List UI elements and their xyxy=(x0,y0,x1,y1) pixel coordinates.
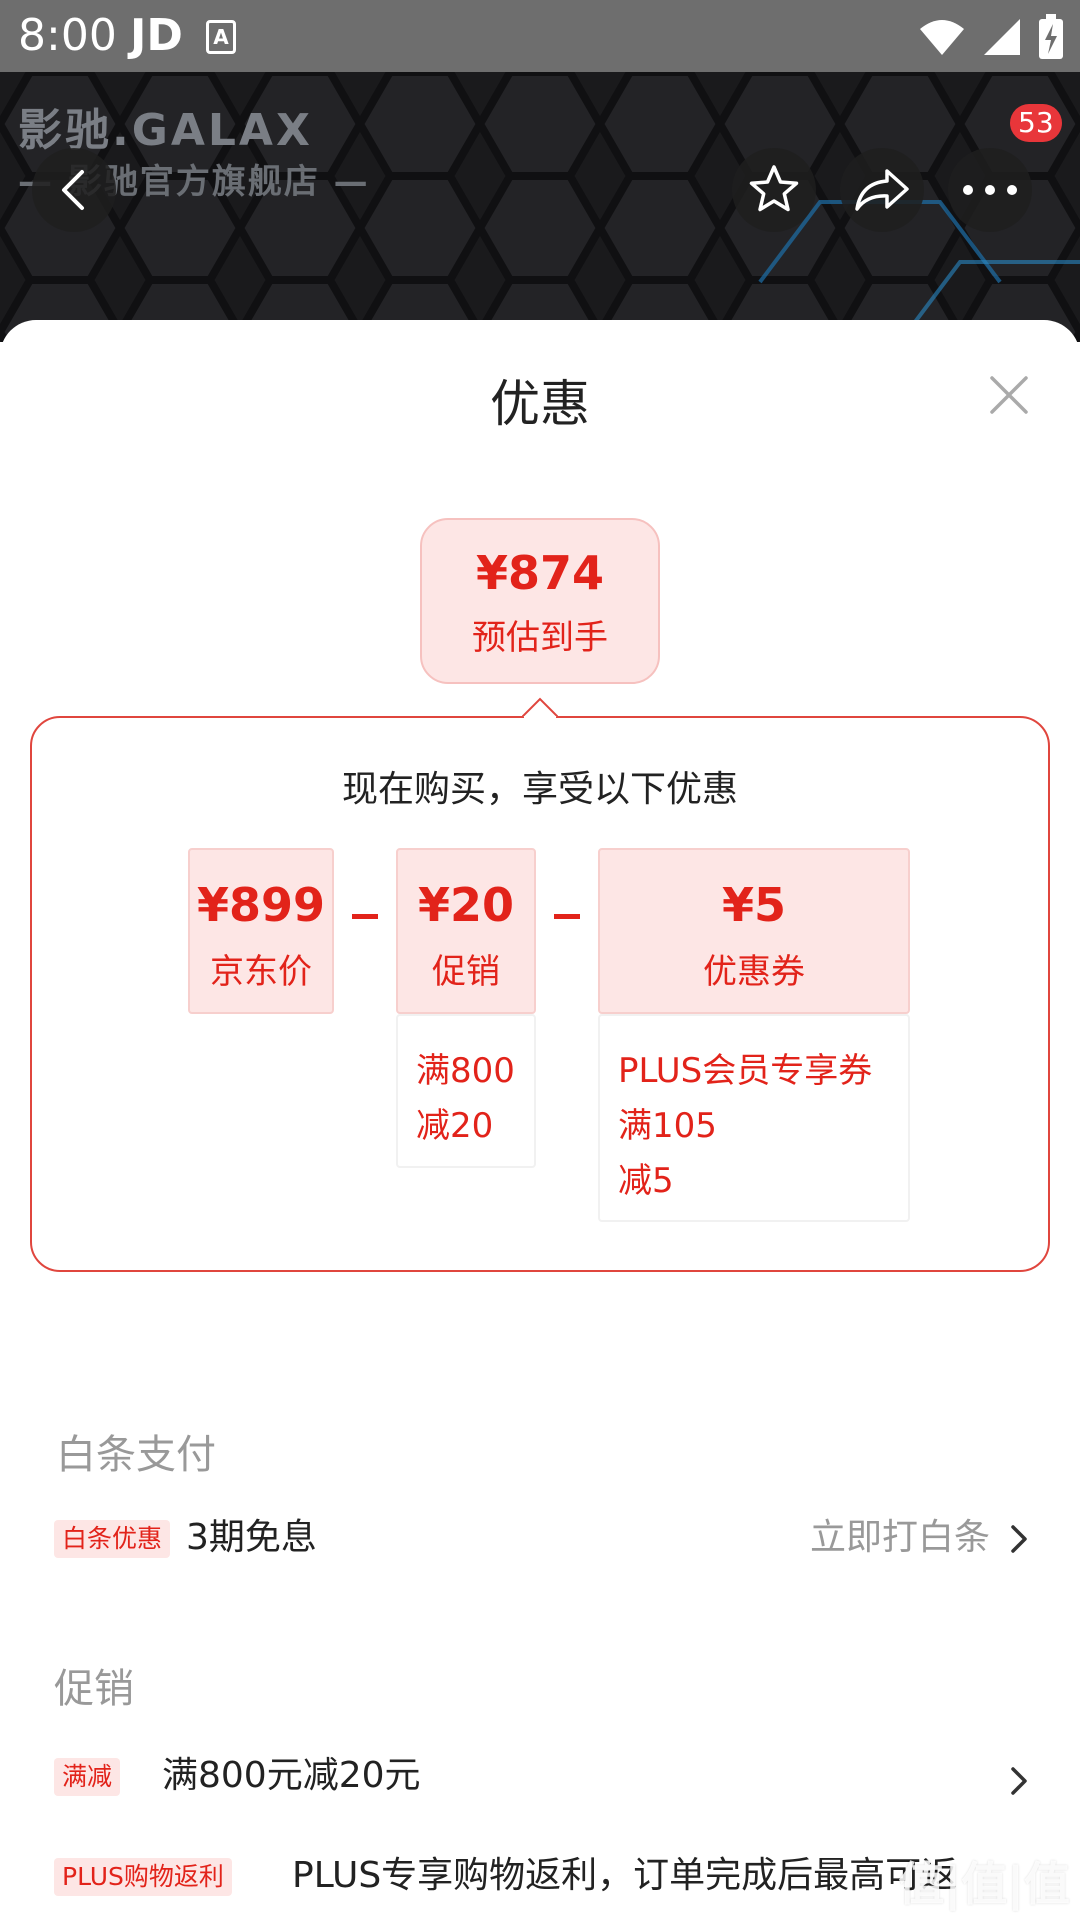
watermark: 值|值|值 xyxy=(898,1857,1070,1911)
jd-price-box: ¥899 京东价 xyxy=(188,848,334,1014)
plus-rebate-row[interactable]: PLUS购物返利 PLUS专享购物返利，订单完成后最高可返 xyxy=(0,1850,1080,1910)
back-button[interactable] xyxy=(32,148,116,232)
more-button[interactable] xyxy=(948,148,1032,232)
coupon-detail-line: PLUS会员专享券 xyxy=(618,1051,873,1091)
status-time: 8:00 xyxy=(18,10,117,61)
promotion-amount: ¥20 xyxy=(417,878,515,932)
baitiao-action-link[interactable]: 立即打白条 xyxy=(809,1517,990,1558)
status-bar: 8:00 JD A xyxy=(0,0,1080,72)
promotion-detail-line: 减20 xyxy=(416,1106,494,1146)
estimate-price-box: ¥874 预估到手 xyxy=(420,518,660,684)
plus-rebate-tag: PLUS购物返利 xyxy=(54,1858,232,1896)
store-logo: 影驰.GALAX xyxy=(18,105,313,156)
share-icon xyxy=(855,169,909,211)
baitiao-heading: 白条支付 xyxy=(56,1432,216,1478)
promotion-row[interactable]: 满减 满800元减20元 xyxy=(0,1746,1080,1806)
minus-sign xyxy=(352,914,378,919)
store-header-banner: 影驰.GALAX — 影驰官方旗舰店 — 53 xyxy=(0,72,1080,342)
cart-count-badge: 53 xyxy=(1010,104,1062,142)
favorite-button[interactable] xyxy=(732,148,816,232)
plus-rebate-text: PLUS专享购物返利，订单完成后最高可返 xyxy=(292,1855,958,1896)
baitiao-text: 3期免息 xyxy=(186,1517,317,1558)
jd-price-label: 京东价 xyxy=(210,952,312,992)
more-icon xyxy=(963,185,1017,195)
chevron-right-icon xyxy=(1011,1525,1027,1553)
panel-notch xyxy=(522,697,558,718)
promotion-text: 满800元减20元 xyxy=(162,1755,421,1796)
baitiao-row[interactable]: 白条优惠 3期免息 立即打白条 xyxy=(0,1508,1080,1568)
coupon-detail-line: 减5 xyxy=(618,1161,674,1201)
promotion-label: 促销 xyxy=(432,952,500,992)
jd-price: ¥899 xyxy=(196,878,326,932)
coupon-detail: PLUS会员专享券 满105 减5 xyxy=(598,1014,910,1222)
chevron-right-icon xyxy=(1011,1767,1027,1795)
breakdown-title: 现在购买，享受以下优惠 xyxy=(341,769,738,810)
coupon-label: 优惠券 xyxy=(703,952,805,992)
baitiao-tag: 白条优惠 xyxy=(54,1520,171,1558)
promotion-tag: 满减 xyxy=(54,1758,121,1796)
sheet-title: 优惠 xyxy=(490,375,590,433)
promotion-box: ¥20 促销 xyxy=(396,848,536,1014)
close-button[interactable] xyxy=(984,370,1034,420)
coupon-detail-line: 满105 xyxy=(618,1106,717,1146)
star-icon xyxy=(749,165,799,212)
status-icons xyxy=(918,12,1064,62)
input-method-icon: A xyxy=(206,20,236,54)
estimate-price: ¥874 xyxy=(475,546,605,600)
estimate-label: 预估到手 xyxy=(472,618,608,658)
coupon-amount: ¥5 xyxy=(721,878,786,932)
discount-sheet: 优惠 ¥874 预估到手 现在购买，享受以下优惠 ¥899 京东价 ¥20 促销… xyxy=(0,320,1080,1920)
status-app-label: JD xyxy=(130,10,183,61)
coupon-box: ¥5 优惠券 xyxy=(598,848,910,1014)
battery-icon xyxy=(1039,14,1063,59)
signal-icon xyxy=(984,19,1020,55)
minus-sign xyxy=(554,914,580,919)
share-button[interactable] xyxy=(840,148,924,232)
back-arrow-icon xyxy=(62,170,84,210)
close-icon xyxy=(990,376,1028,414)
promotion-heading: 促销 xyxy=(54,1666,134,1712)
promotion-detail-line: 满800 xyxy=(416,1051,515,1091)
promotion-detail: 满800 减20 xyxy=(396,1014,536,1168)
wifi-icon xyxy=(920,20,964,55)
